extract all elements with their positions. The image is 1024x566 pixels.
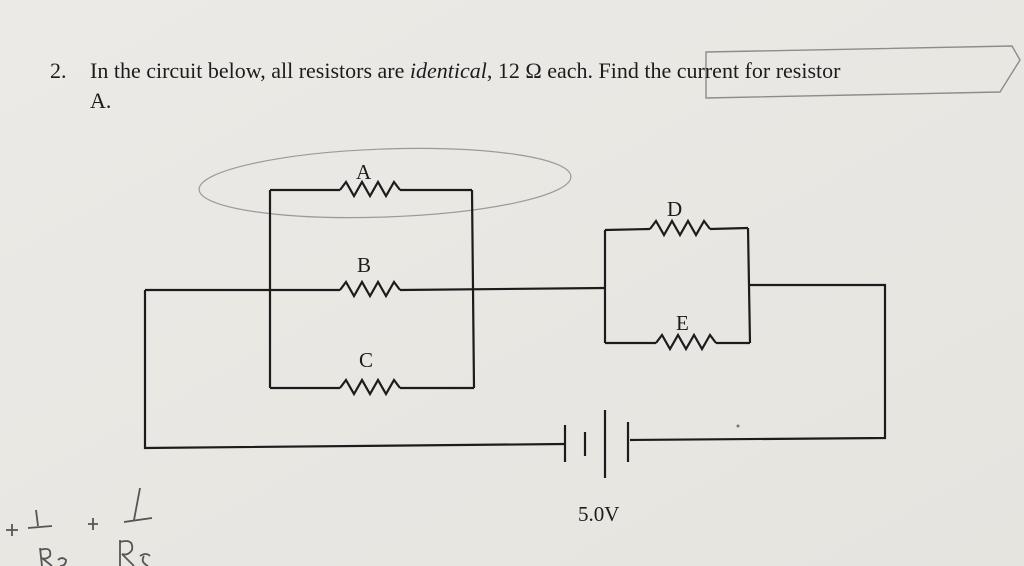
wire-d-left [604,227,651,232]
handwritten-notes [6,487,153,566]
battery-voltage-label: 5.0V [578,502,620,526]
hand-fraction-1 [27,509,53,529]
hand-fraction-2 [123,487,153,523]
resistor-b-zigzag [339,279,401,299]
resistor-label-d: D [667,197,683,221]
wire-outer-left [143,290,566,450]
wire-b-right [399,286,606,292]
resistor-c-zigzag [339,377,401,397]
hand-plus-1 [6,524,18,536]
question-number: 2. [50,58,67,83]
hand-r-sub-1 [39,547,67,566]
wire-right-block-right [746,227,752,344]
resistor-a-zigzag [339,179,401,199]
wire-outer-right [629,283,887,442]
question-text-line-2: A. [90,88,112,113]
resistor-label-a: A [356,160,372,184]
resistor-e-zigzag [655,332,717,352]
pencil-highlight-box [705,45,1021,99]
hand-r-sub-2 [119,540,151,566]
resistor-label-e: E [676,311,689,335]
question-text-end: , 12 Ω each. Find the current for resist… [486,58,841,83]
hand-plus-2 [88,518,98,530]
pencil-circle-resistor-a [198,147,572,219]
pencil-dot [736,424,740,428]
question-text-start: In the circuit below, all resistors are [90,58,410,83]
resistor-label-c: C [359,348,374,372]
resistor-d-zigzag [649,218,711,238]
question-italic-word: identical [409,58,487,83]
resistor-label-b: B [357,253,372,277]
wire-d-right [709,226,749,231]
question-text-line-1: In the circuit below, all resistors are … [90,58,840,84]
